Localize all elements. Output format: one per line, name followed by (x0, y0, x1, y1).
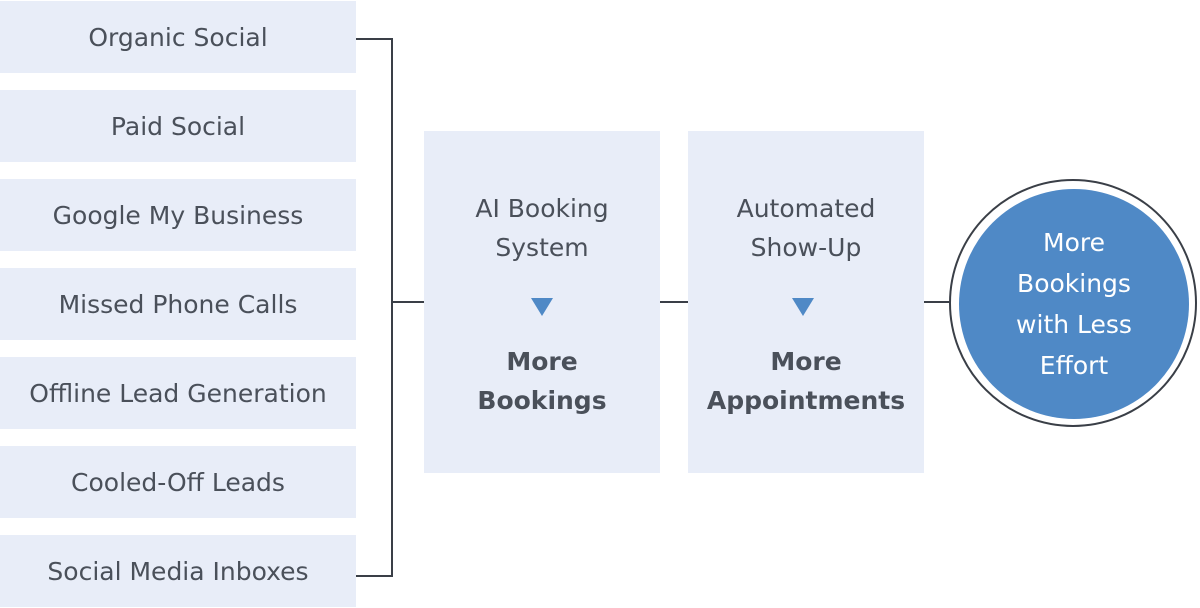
source-label: Paid Social (110, 111, 246, 141)
triangle-down-icon (792, 298, 814, 316)
outcome-circle: More Bookings with Less Effort (959, 189, 1189, 419)
stage-title: AI Booking System (475, 194, 609, 262)
source-label: Offline Lead Generation (29, 378, 327, 408)
source-box-organic-social: Organic Social (0, 1, 356, 73)
source-box-google-my-business: Google My Business (0, 179, 356, 251)
source-box-missed-phone-calls: Missed Phone Calls (0, 268, 356, 340)
stage-box-ai-booking-system: AI Booking System More Bookings (424, 131, 660, 473)
stage-result: More Bookings (477, 347, 607, 415)
source-box-offline-lead-generation: Offline Lead Generation (0, 357, 356, 429)
stage-box-automated-show-up: Automated Show-Up More Appointments (688, 131, 924, 473)
triangle-down-icon (531, 298, 553, 316)
source-box-paid-social: Paid Social (0, 90, 356, 162)
source-label: Social Media Inboxes (47, 556, 309, 586)
source-bracket-line (356, 38, 393, 577)
source-label: Organic Social (88, 22, 268, 52)
stage-title: Automated Show-Up (736, 194, 876, 262)
outcome-text: More Bookings with Less Effort (1016, 228, 1132, 380)
stage-result: More Appointments (706, 347, 906, 415)
source-label: Missed Phone Calls (58, 289, 298, 319)
source-label: Cooled-Off Leads (71, 467, 285, 497)
source-box-cooled-off-leads: Cooled-Off Leads (0, 446, 356, 518)
source-label: Google My Business (52, 200, 304, 230)
source-box-social-media-inboxes: Social Media Inboxes (0, 535, 356, 607)
